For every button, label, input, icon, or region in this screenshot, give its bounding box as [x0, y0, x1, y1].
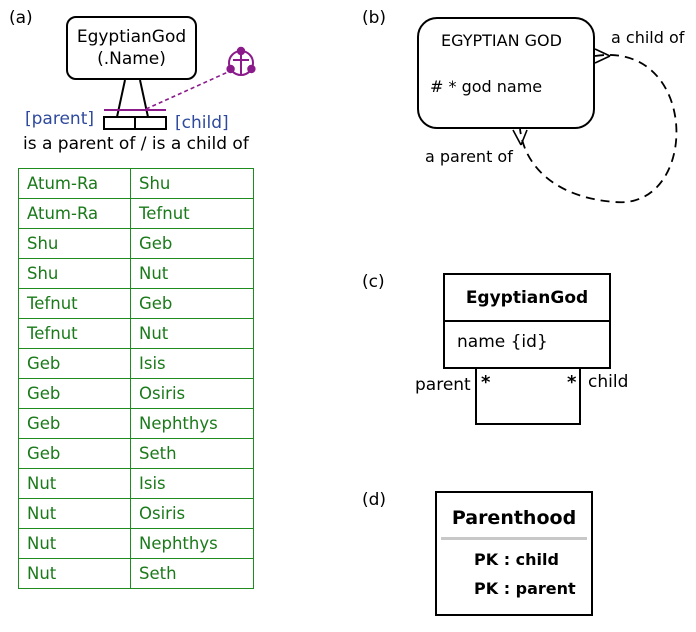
role-box-parent [103, 116, 136, 130]
uml-class[interactable]: EgyptianGod name {id} [443, 273, 611, 369]
er-entity[interactable]: EGYPTIAN GOD # * god name [417, 17, 595, 129]
table-cell: Geb [18, 348, 131, 379]
table-cell: Tefnut [18, 288, 131, 319]
panel-label-b: (b) [362, 8, 387, 28]
relationship-line [519, 54, 678, 203]
table-cell: Geb [18, 408, 131, 439]
table-cell: Shu [130, 168, 254, 199]
header-divider [441, 537, 587, 540]
ring-constraint-icon [226, 46, 256, 76]
panel-label-a: (a) [9, 8, 33, 28]
table-cell: Tefnut [18, 318, 131, 349]
table-cell: Nut [18, 498, 131, 529]
table-cell: Nut [130, 258, 254, 289]
table-cell: Nut [18, 558, 131, 589]
table-cell: Nut [18, 468, 131, 499]
table-cell: Osiris [130, 498, 254, 529]
table-cell: Tefnut [130, 198, 254, 229]
relational-table[interactable]: Parenthood PK : child PK : parent [435, 491, 593, 616]
uml-attribute: name {id} [457, 332, 548, 352]
role-name-parent: [parent] [25, 109, 94, 129]
table-cell: Osiris [130, 378, 254, 409]
table-cell: Nephthys [130, 408, 254, 439]
orm-entity-refmode: (.Name) [97, 49, 166, 69]
ring-constraint-link [145, 71, 229, 110]
orm-entity-type[interactable]: EgyptianGod (.Name) [66, 16, 197, 80]
role-connector-parent [116, 79, 126, 118]
role-box-child [134, 116, 167, 130]
panel-label-c: (c) [362, 272, 385, 292]
table-cell: Isis [130, 348, 254, 379]
table-cell: Geb [130, 228, 254, 259]
table-cell: Atum-Ra [18, 198, 131, 229]
association-line [475, 368, 581, 425]
er-recursive-relationship [512, 48, 678, 203]
table-cell: Geb [18, 438, 131, 469]
uml-end-parent: parent [415, 375, 471, 395]
crows-foot-parent-icon [512, 129, 528, 146]
relational-column: PK : parent [474, 579, 576, 598]
er-attribute: # * god name [430, 77, 543, 96]
er-entity-title: EGYPTIAN GOD [441, 31, 562, 50]
role-name-child: [child] [175, 113, 229, 133]
table-cell: Shu [18, 258, 131, 289]
relational-table-name: Parenthood [451, 507, 577, 529]
table-cell: Geb [18, 378, 131, 409]
relational-column: PK : child [474, 550, 559, 569]
fact-reading: is a parent of / is a child of [23, 134, 249, 154]
crows-foot-child-icon [594, 48, 611, 64]
orm-fact-connectors [103, 46, 256, 130]
uml-end-child: child [588, 372, 629, 392]
table-cell: Isis [130, 468, 254, 499]
table-cell: Seth [130, 438, 254, 469]
table-cell: Nut [18, 528, 131, 559]
table-cell: Shu [18, 228, 131, 259]
er-label-parent: a parent of [425, 147, 513, 166]
role-connector-child [139, 79, 149, 118]
table-cell: Nut [130, 318, 254, 349]
uml-self-association [475, 368, 581, 425]
uml-class-name: EgyptianGod [445, 275, 609, 322]
table-cell: Seth [130, 558, 254, 589]
table-cell: Geb [130, 288, 254, 319]
uml-mult-parent: * [481, 372, 491, 393]
table-cell: Nephthys [130, 528, 254, 559]
orm-entity-name: EgyptianGod [76, 27, 187, 47]
er-label-child: a child of [611, 28, 685, 47]
uml-mult-child: * [567, 372, 577, 393]
table-cell: Atum-Ra [18, 168, 131, 199]
panel-label-d: (d) [362, 490, 387, 510]
